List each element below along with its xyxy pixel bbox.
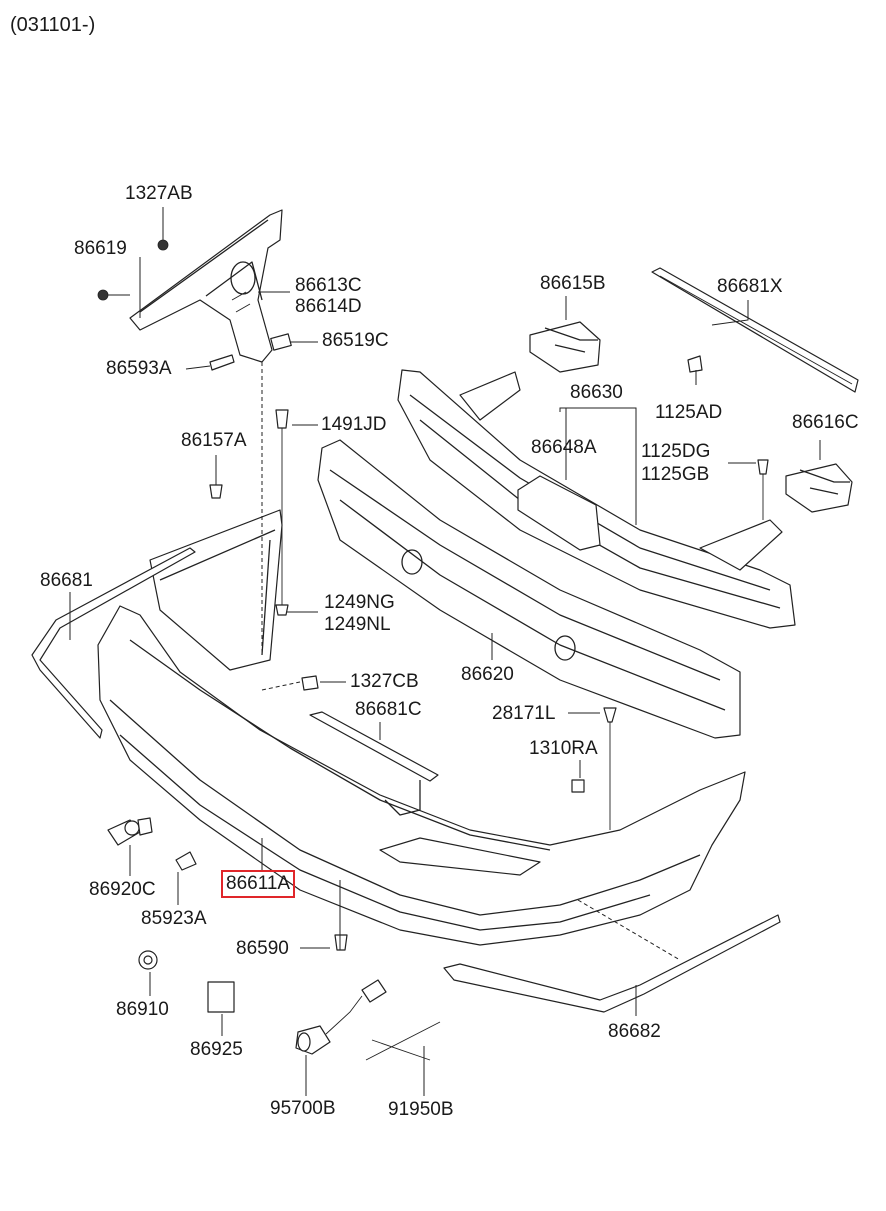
part-label-85923A[interactable]: 85923A <box>141 908 207 929</box>
side-mouldings-drawing <box>31 547 781 1013</box>
part-label-86648A[interactable]: 86648A <box>531 437 597 458</box>
small-hardware-drawing <box>209 355 769 951</box>
part-label-86630[interactable]: 86630 <box>570 382 623 403</box>
part-label-1125DG[interactable]: 1125DG <box>641 441 711 462</box>
part-label-86620[interactable]: 86620 <box>461 664 514 685</box>
part-label-1327AB[interactable]: 1327AB <box>125 183 193 204</box>
part-label-1327CB[interactable]: 1327CB <box>350 671 419 692</box>
upper-strip-drawing <box>651 267 859 393</box>
part-label-86681X[interactable]: 86681X <box>717 276 783 297</box>
part-label-86920C[interactable]: 86920C <box>89 879 156 900</box>
lower-parts-drawing <box>107 817 441 1061</box>
part-label-86616C[interactable]: 86616C <box>792 412 859 433</box>
part-label-86925[interactable]: 86925 <box>190 1039 243 1060</box>
energy-absorber-drawing <box>317 439 741 739</box>
part-label-1125GB[interactable]: 1125GB <box>641 464 710 485</box>
bumper-cover-drawing <box>97 509 746 946</box>
upper-bracket-drawing <box>97 209 292 371</box>
part-label-91950B[interactable]: 91950B <box>388 1099 454 1120</box>
part-label-86614D[interactable]: 86614D <box>295 296 362 317</box>
part-label-1310RA[interactable]: 1310RA <box>529 738 598 759</box>
part-label-1249NL[interactable]: 1249NL <box>324 614 391 635</box>
part-label-86682[interactable]: 86682 <box>608 1021 661 1042</box>
diagram-code: (031101-) <box>10 14 96 36</box>
part-label-86615B[interactable]: 86615B <box>540 273 606 294</box>
part-label-1249NG[interactable]: 1249NG <box>324 592 395 613</box>
part-label-1491JD[interactable]: 1491JD <box>321 414 387 435</box>
part-label-95700B[interactable]: 95700B <box>270 1098 336 1119</box>
part-label-86519C[interactable]: 86519C <box>322 330 389 351</box>
part-label-86593A[interactable]: 86593A <box>106 358 172 379</box>
part-label-86910[interactable]: 86910 <box>116 999 169 1020</box>
part-label-86619[interactable]: 86619 <box>74 238 127 259</box>
side-brackets-drawing <box>529 321 853 513</box>
part-label-86613C[interactable]: 86613C <box>295 275 362 296</box>
part-label-86681[interactable]: 86681 <box>40 570 93 591</box>
part-label-86157A[interactable]: 86157A <box>181 430 247 451</box>
part-label-86611A-highlighted[interactable]: 86611A <box>221 870 296 898</box>
reinforcement-beam-drawing <box>397 369 796 629</box>
part-label-86681C[interactable]: 86681C <box>355 699 422 720</box>
part-label-28171L[interactable]: 28171L <box>492 703 556 724</box>
part-label-1125AD[interactable]: 1125AD <box>655 402 723 423</box>
leader-lines <box>69 207 821 1096</box>
part-label-86590[interactable]: 86590 <box>236 938 289 959</box>
